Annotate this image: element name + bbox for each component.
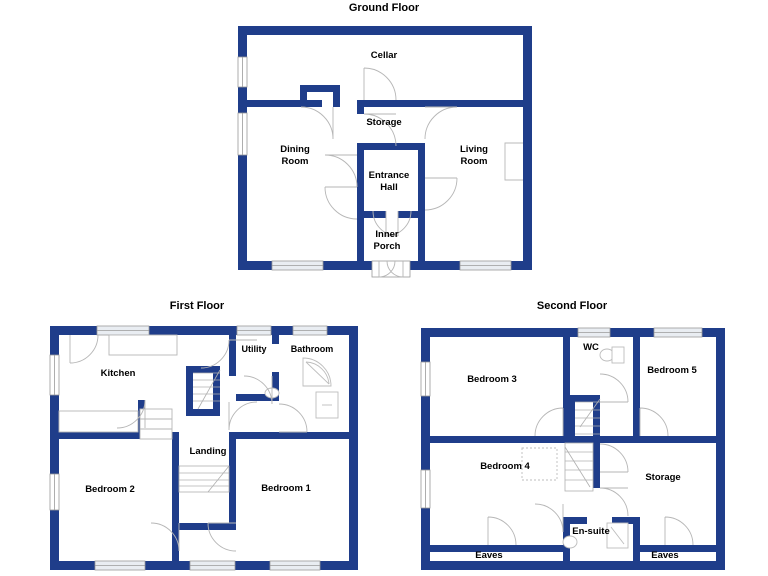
room-label-dining-room-l1: Dining [280,144,310,155]
first-floor-title: First Floor [169,300,225,312]
window-ground-left-upper [237,56,248,88]
window-first-bottom-left [94,560,146,571]
room-label-bedroom-1: Bedroom 1 [261,483,311,494]
room-label-inner-porch-l2: Porch [374,241,401,252]
room-label-bedroom-4: Bedroom 4 [480,461,530,472]
room-label-landing: Landing [190,446,227,457]
room-label-en-suite: En-suite [572,526,609,537]
room-label-dining-room-l2: Room [282,156,309,167]
living-room-alcove [504,142,523,181]
room-label-eaves-left: Eaves [475,550,502,561]
porch-front-door [371,260,411,278]
second-floor-doors [487,373,694,546]
room-label-entrance-hall-l1: Entrance [369,170,410,181]
window-first-left-upper [49,354,60,396]
ground-floor-plan [237,26,532,278]
room-label-kitchen: Kitchen [101,368,136,379]
ground-floor-title: Ground Floor [348,2,420,14]
stairs-first-lower [178,465,230,493]
second-floor-details [487,346,694,549]
ground-floor-doors [300,67,458,278]
first-floor-doors [69,334,308,552]
window-first-top-2 [236,325,272,336]
room-label-living-room-l1: Living [460,144,488,155]
room-label-cellar: Cellar [371,50,398,61]
second-floor-title: Second Floor [536,300,608,312]
room-label-inner-porch-l1: Inner [375,229,399,240]
room-label-bedroom-2: Bedroom 2 [85,484,135,495]
shower-fixture [302,357,332,387]
kitchen-units [58,334,178,433]
window-second-left-upper [420,361,431,397]
room-label-entrance-hall-l2: Hall [380,182,397,193]
stairs-first-upper [193,369,221,410]
room-label-storage-ground: Storage [366,117,401,128]
window-first-left-lower [49,473,60,511]
window-ground-bottom-right [459,260,512,271]
room-label-living-room-l2: Room [461,156,488,167]
window-first-bottom-mid [189,560,236,571]
first-floor-plan [49,325,358,571]
room-label-wc: WC [583,342,599,353]
window-second-top-right [653,327,703,338]
room-label-bedroom-3: Bedroom 3 [467,374,517,385]
window-first-bottom-right [269,560,321,571]
window-first-top-3 [292,325,328,336]
room-label-eaves-right: Eaves [651,550,678,561]
window-ground-left-lower [237,112,248,156]
room-label-bedroom-5: Bedroom 5 [647,365,697,376]
room-label-utility: Utility [241,344,266,354]
second-floor-plan [420,327,725,570]
window-second-top-left [577,327,611,338]
room-label-storage-second: Storage [645,472,680,483]
window-ground-bottom-left [271,260,324,271]
bath-fixture [315,391,339,419]
window-second-left-lower [420,469,431,509]
room-label-bathroom: Bathroom [291,344,334,354]
window-first-top-1 [96,325,150,336]
